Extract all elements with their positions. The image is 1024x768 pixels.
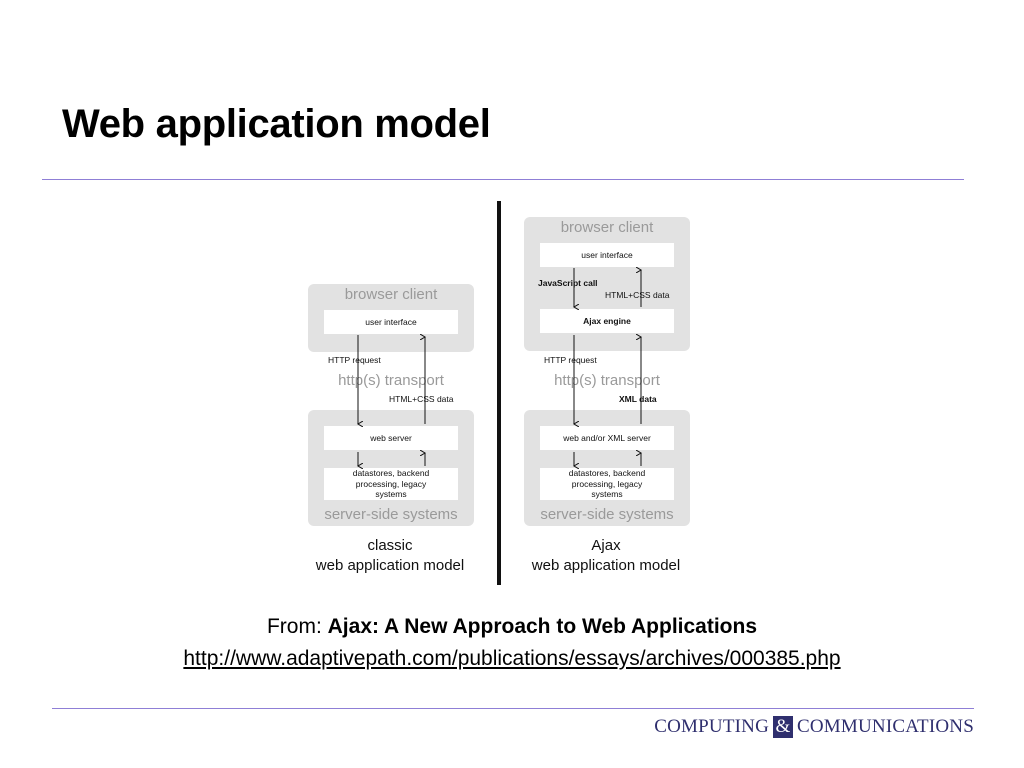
ajax-http-request-label: HTTP request (544, 355, 597, 365)
logo-text-right: COMMUNICATIONS (797, 716, 974, 737)
classic-caption-line2: web application model (315, 557, 465, 574)
slide-title: Web application model (62, 102, 491, 146)
footer-divider (52, 708, 974, 709)
ajax-caption: Ajax web application model (516, 536, 696, 576)
ajax-engine-box: Ajax engine (540, 309, 674, 333)
classic-server-side-label: server-side systems (324, 506, 458, 523)
ajax-xml-data-label: XML data (619, 394, 657, 404)
source-article-title: Ajax: A New Approach to Web Applications (327, 615, 758, 638)
classic-transport-label: http(s) transport (338, 372, 444, 389)
ajax-datastores-box: datastores, backend processing, legacy s… (540, 468, 674, 500)
source-url-line: http://www.adaptivepath.com/publications… (0, 647, 1024, 671)
ajax-browser-client-label: browser client (560, 219, 654, 236)
ajax-html-css-label: HTML+CSS data (605, 290, 670, 300)
ajax-server-side-label: server-side systems (540, 506, 674, 523)
classic-http-request-label: HTTP request (328, 355, 381, 365)
classic-datastores-box: datastores, backend processing, legacy s… (324, 468, 458, 500)
title-divider (42, 179, 964, 180)
source-citation: From: Ajax: A New Approach to Web Applic… (0, 615, 1024, 639)
model-divider (497, 201, 501, 585)
classic-web-server-box: web server (324, 426, 458, 450)
source-url-link[interactable]: http://www.adaptivepath.com/publications… (183, 647, 841, 670)
logo-text-left: COMPUTING (654, 716, 770, 737)
ajax-caption-line2: web application model (531, 557, 681, 574)
ajax-caption-line1: Ajax (591, 537, 621, 554)
computing-communications-logo: COMPUTING & COMMUNICATIONS (654, 716, 974, 738)
ajax-transport-label: http(s) transport (554, 372, 660, 389)
classic-caption-line1: classic (367, 537, 413, 554)
logo-ampersand: & (773, 716, 794, 738)
classic-browser-client-label: browser client (344, 286, 438, 303)
ajax-web-server-box: web and/or XML server (540, 426, 674, 450)
ajax-javascript-call-label: JavaScript call (538, 278, 598, 288)
ajax-user-interface-box: user interface (540, 243, 674, 267)
source-from-prefix: From: (266, 615, 328, 638)
classic-caption: classic web application model (300, 536, 480, 576)
classic-html-css-label: HTML+CSS data (389, 394, 454, 404)
classic-user-interface-box: user interface (324, 310, 458, 334)
